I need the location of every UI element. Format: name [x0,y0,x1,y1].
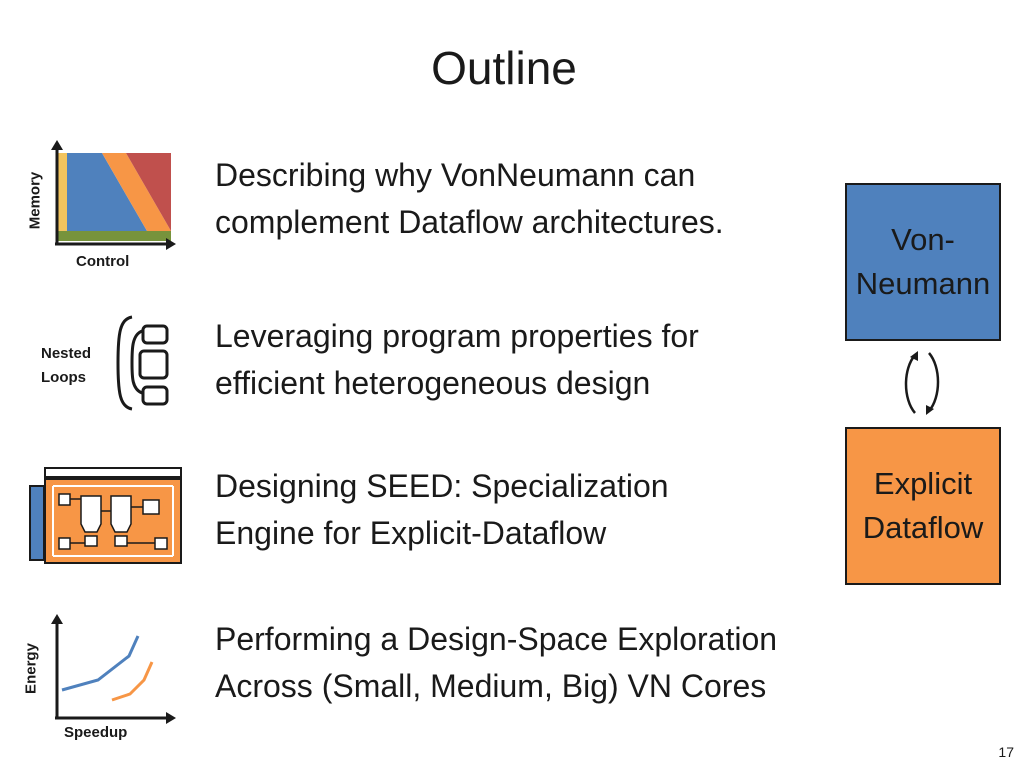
bullet-line: Designing SEED: Specialization [215,468,669,504]
bullet-line: Across (Small, Medium, Big) VN Cores [215,668,767,704]
von-neumann-box: Von- Neumann [845,183,1001,341]
bullet-vonneumann-dataflow: Describing why VonNeumann can complement… [215,152,855,246]
nested-loops-icon [116,315,169,411]
von-neumann-line: Neumann [855,266,991,301]
nested-loops-label: Nested Loops [41,342,91,390]
bullet-line: Performing a Design-Space Exploration [215,621,778,657]
bullet-line: Describing why VonNeumann can [215,157,696,193]
energy-speedup-chart-icon [51,614,176,724]
bullet-program-properties: Leveraging program properties for effici… [215,313,855,407]
bullet-line: Leveraging program properties for [215,318,699,354]
control-axis-label: Control [76,253,130,270]
nested-loops-line: Nested [41,345,92,362]
energy-axis-label: Energy [22,643,40,694]
bidirectional-arrows-icon [904,351,940,415]
page-number: 17 [998,744,1014,760]
seed-architecture-icon [29,467,182,564]
explicit-dataflow-box: Explicit Dataflow [845,427,1001,585]
bullet-line: efficient heterogeneous design [215,365,651,401]
nested-loops-line: Loops [41,369,86,386]
bullet-designing-seed: Designing SEED: Specialization Engine fo… [215,463,855,557]
bullet-line: Engine for Explicit-Dataflow [215,515,607,551]
explicit-dataflow-line: Dataflow [862,510,984,545]
speedup-axis-label: Speedup [64,724,128,741]
memory-axis-label: Memory [26,171,44,230]
slide-title: Outline [431,42,577,94]
explicit-dataflow-line: Explicit [873,466,973,501]
memory-control-chart-icon [51,140,176,250]
von-neumann-line: Von- [891,222,955,257]
bullet-design-space: Performing a Design-Space Exploration Ac… [215,616,855,710]
bullet-line: complement Dataflow architectures. [215,204,724,240]
